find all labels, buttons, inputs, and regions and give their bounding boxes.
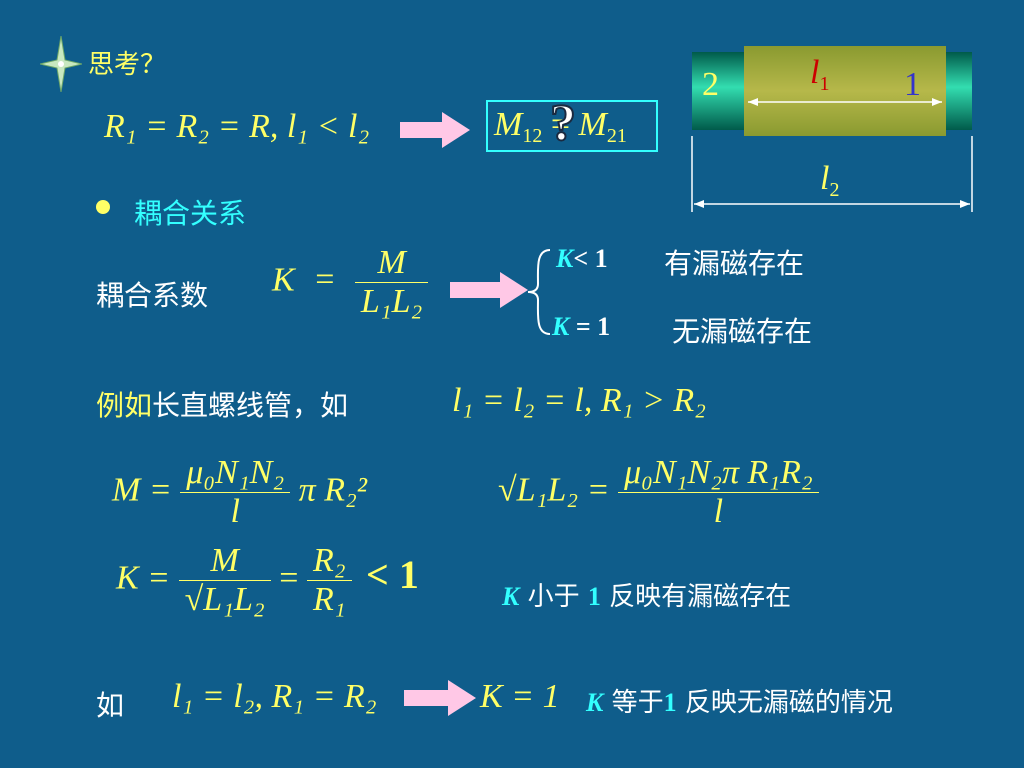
- brace-icon: [524, 248, 554, 340]
- eqm-num: μ₀N₁N₂: [186, 454, 285, 491]
- result-expr: M12 = M21: [494, 106, 627, 148]
- coef-num: M: [377, 244, 406, 281]
- coil-diagram: [690, 44, 974, 212]
- case1-k: K: [556, 244, 574, 273]
- m21-text: M: [578, 106, 607, 143]
- case1-op: < 1: [573, 244, 608, 273]
- frac-bar: [178, 580, 271, 581]
- example-cond: l₁ = l₂ = l, R₁ > R₂: [452, 382, 706, 419]
- coil-l1-label: l1: [810, 54, 829, 96]
- bullet-text: 耦合关系: [134, 197, 247, 230]
- eq-m: M = μ₀N₁N₂ l π R₂²: [112, 454, 367, 531]
- arrow-icon: [400, 110, 470, 150]
- example-rest: 长直螺线管，如: [152, 389, 349, 422]
- eqk-eq2: =: [279, 559, 299, 597]
- eqm-den: l: [230, 493, 240, 530]
- eqk-lhs: K =: [116, 559, 171, 597]
- eql-den: l: [713, 493, 724, 530]
- coil-label-1: 1: [904, 66, 921, 103]
- l1-text: l: [810, 54, 820, 91]
- l2-text: l: [820, 160, 830, 197]
- note1-k: K: [502, 582, 520, 611]
- note1: K 小于 1 反映有漏磁存在: [502, 576, 791, 613]
- eqk-num1: M: [210, 542, 239, 579]
- eqm-frac: μ₀N₁N₂ l: [180, 454, 291, 531]
- eqk-lt: < 1: [366, 552, 419, 598]
- example-lead: 例如: [96, 389, 153, 422]
- last-k: K: [586, 688, 604, 717]
- m12-text: M: [494, 106, 523, 143]
- m21-sub: 21: [606, 125, 627, 147]
- last-one: 1: [663, 688, 677, 717]
- frac-bar: [180, 492, 291, 493]
- eq-sign: =: [550, 106, 571, 143]
- case2-k: K: [552, 312, 570, 341]
- case2-text: 无漏磁存在: [672, 315, 813, 348]
- example-text: 例如长直螺线管，如: [96, 384, 348, 424]
- eqk-den2: R₁: [312, 581, 346, 618]
- q1-condition: R₁ = R₂ = R, l₁ < l₂: [104, 108, 369, 146]
- coil-l2-label: l2: [820, 160, 839, 202]
- star-icon: [39, 35, 83, 96]
- case2: K = 1: [552, 312, 610, 342]
- question-mark: ?: [549, 94, 577, 153]
- coef-k: K: [272, 261, 295, 299]
- frac-bar: [306, 580, 352, 581]
- eql-lhs: √L₁L₂ =: [498, 471, 610, 509]
- eql-num: μ₀N₁N₂π R₁R₂: [624, 454, 813, 491]
- result-box: [486, 100, 658, 152]
- q1-cond-text: R₁ = R₂ = R, l₁ < l₂: [104, 108, 370, 145]
- coef-formula: K = M L₁L₂: [272, 244, 429, 321]
- arrow-icon: [450, 270, 528, 310]
- bullet-dot: [96, 200, 110, 214]
- eqk-num2: R₂: [312, 542, 346, 579]
- last-note: K 等于1 反映无漏磁的情况: [586, 682, 893, 719]
- last-cond: l₁ = l₂, R₁ = R₂: [172, 678, 377, 715]
- header-text: 思考？: [88, 50, 167, 80]
- l2-sub: 2: [829, 179, 840, 201]
- coef-label: 耦合系数: [96, 279, 209, 312]
- coef-eq: =: [315, 261, 335, 299]
- case1: K< 1: [556, 244, 608, 274]
- eqk-frac1: M √L₁L₂: [178, 542, 271, 619]
- case2-op: = 1: [575, 312, 611, 341]
- eqm-tail: π R₂²: [298, 471, 367, 509]
- last-lead: 如: [96, 689, 125, 722]
- eql-frac: μ₀N₁N₂π R₁R₂ l: [618, 454, 819, 531]
- last-b: 反映无漏磁的情况: [684, 688, 893, 718]
- m12-sub: 12: [522, 125, 543, 147]
- eqk-frac2: R₂ R₁: [306, 542, 352, 619]
- frac-bar: [618, 492, 819, 493]
- case1-text: 有漏磁存在: [664, 247, 805, 280]
- eq-l: √L₁L₂ = μ₀N₁N₂π R₁R₂ l: [498, 454, 819, 531]
- note1-one: 1: [587, 582, 601, 611]
- note1-a: 小于: [527, 582, 580, 612]
- note1-b: 反映有漏磁存在: [609, 582, 792, 612]
- eqk-den1: √L₁L₂: [184, 581, 265, 618]
- coil-label-2: 2: [702, 66, 719, 103]
- frac-bar: [354, 282, 429, 283]
- arrow-icon: [404, 678, 476, 718]
- eq-k: K = M √L₁L₂ = R₂ R₁ < 1: [116, 542, 419, 619]
- l1-sub: 1: [819, 73, 830, 95]
- last-a: 等于: [611, 688, 664, 718]
- coef-frac: M L₁L₂: [354, 244, 429, 321]
- coef-den: L₁L₂: [360, 283, 423, 320]
- last-res: K = 1: [480, 678, 560, 715]
- eqm-lhs: M =: [112, 471, 172, 509]
